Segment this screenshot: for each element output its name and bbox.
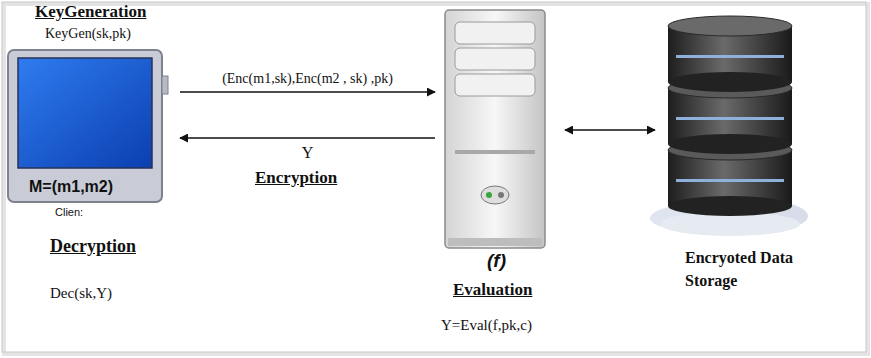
monitor-tab <box>162 76 168 94</box>
tower-base <box>448 238 542 246</box>
step-heading: Evaluation <box>453 280 532 300</box>
power-led <box>486 192 492 198</box>
power-button <box>481 186 509 204</box>
client-label: Clien: <box>55 206 83 219</box>
monitor-bezel <box>8 50 162 202</box>
storage-label: Encryoted Data Storage <box>685 246 797 292</box>
picture-frame <box>2 2 868 354</box>
tower-body <box>445 10 545 248</box>
client-computer: KeyGenerationKeyGen(sk,pk) M=(m1,m2) Clien… <box>5 0 180 310</box>
formula-text: Dec(sk,Y) <box>50 284 112 302</box>
monitor-screen <box>18 58 152 168</box>
disk-bottom <box>668 134 792 154</box>
disk-top <box>668 16 792 36</box>
frame-border <box>2 2 866 352</box>
database-stack <box>650 16 808 236</box>
function-label: (f) <box>487 250 506 273</box>
edge-label: (Enc(m1,sk),Enc(m2 , sk) ,pk) <box>220 71 395 88</box>
connector-arrow <box>180 137 435 139</box>
power-led <box>498 192 504 198</box>
disk-stripe <box>676 117 784 120</box>
client-monitor <box>8 50 168 202</box>
frame-shadow <box>4 4 868 354</box>
step-heading: KeyGeneration <box>35 2 146 22</box>
message-label: M=(m1,m2) <box>29 177 113 196</box>
drive-bay <box>455 48 535 70</box>
server-tower <box>445 10 545 248</box>
drive-bay <box>455 22 535 44</box>
cloud-server: (f) EvaluationY=Eval(f,pk,c) <box>435 8 565 353</box>
tower-slot <box>455 150 535 154</box>
step-heading: Encryption <box>255 168 337 188</box>
drive-bay <box>455 74 535 96</box>
disk-bottom <box>668 196 792 216</box>
step-heading: Decryption <box>50 236 136 258</box>
disk-stripe <box>676 55 784 58</box>
disk-stripe <box>676 179 784 182</box>
encrypted-storage: Encryoted Data Storage <box>655 10 805 310</box>
connector-arrow <box>565 129 655 131</box>
formula-text: KeyGen(sk,pk) <box>45 26 131 43</box>
connector-arrow <box>180 91 435 93</box>
edge-label: Y <box>300 143 316 162</box>
formula-text: Y=Eval(f,pk,c) <box>441 316 532 334</box>
disk-bottom <box>668 72 792 92</box>
